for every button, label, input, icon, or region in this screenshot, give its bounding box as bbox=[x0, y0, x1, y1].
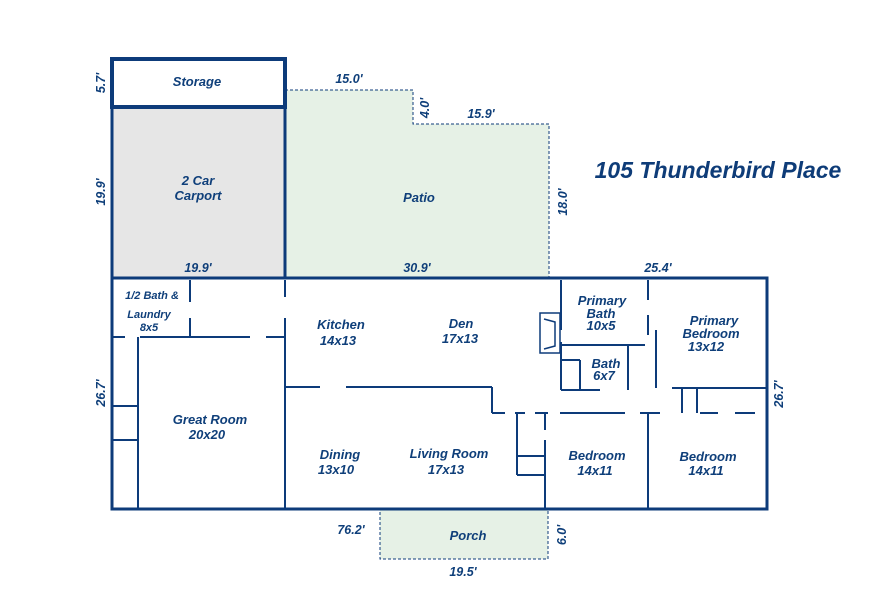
dim-patio-top-right: 15.9' bbox=[467, 107, 495, 121]
carport-area bbox=[110, 105, 287, 280]
porch-area bbox=[379, 508, 549, 560]
page-title: 105 Thunderbird Place bbox=[595, 157, 842, 183]
bath-label-line2: 6x7 bbox=[593, 368, 615, 383]
half-bath-label-line3: 8x5 bbox=[140, 322, 159, 334]
patio-label: Patio bbox=[403, 190, 435, 205]
primary-bath-label-line2: Bath bbox=[587, 306, 616, 321]
dining-label-line2: 13x10 bbox=[318, 462, 355, 477]
kitchen-label-line2: 14x13 bbox=[320, 333, 357, 348]
bedroom-a-label-line2: 14x11 bbox=[577, 463, 612, 478]
patio-area bbox=[284, 89, 550, 279]
dim-house-width: 76.2' bbox=[337, 523, 365, 537]
dim-porch-width: 19.5' bbox=[449, 565, 477, 579]
storage-label: Storage bbox=[173, 74, 221, 89]
bath-label-line1: Bath bbox=[592, 356, 621, 371]
primary-bedroom-label-line1: Primary bbox=[690, 313, 739, 328]
dim-carport-height: 19.9' bbox=[94, 177, 108, 205]
bedroom-b-label-line1: Bedroom bbox=[679, 449, 737, 464]
primary-bath-label-line3: 10x5 bbox=[587, 318, 617, 333]
den-label-line1: Den bbox=[449, 316, 474, 331]
primary-bedroom-label-line2: Bedroom bbox=[682, 326, 740, 341]
dim-carport-width: 19.9' bbox=[184, 261, 212, 275]
primary-bath-label-line1: Primary bbox=[578, 293, 627, 308]
kitchen-label-line1: Kitchen bbox=[317, 317, 365, 332]
den-label-line2: 17x13 bbox=[442, 331, 479, 346]
bedroom-b-label-line2: 14x11 bbox=[688, 463, 723, 478]
fireplace-icon bbox=[539, 312, 561, 354]
dim-patio-width: 30.9' bbox=[403, 261, 431, 275]
dim-house-left: 26.7' bbox=[94, 378, 108, 407]
half-bath-label-line1: 1/2 Bath & bbox=[125, 290, 179, 302]
bedroom-a-label-line1: Bedroom bbox=[568, 448, 626, 463]
great-room-label-line1: Great Room bbox=[173, 412, 248, 427]
great-room-label-line2: 20x20 bbox=[188, 427, 226, 442]
porch-label: Porch bbox=[450, 528, 487, 543]
dim-patio-top: 15.0' bbox=[335, 72, 363, 86]
dim-porch-depth: 6.0' bbox=[555, 524, 569, 545]
living-room-label-line2: 17x13 bbox=[428, 462, 465, 477]
interior-walls bbox=[112, 280, 767, 509]
dim-house-right-top: 25.4' bbox=[643, 261, 672, 275]
half-bath-label-line2: Laundry bbox=[127, 309, 171, 321]
dim-patio-step: 4.0' bbox=[418, 97, 432, 119]
dim-storage-height: 5.7' bbox=[94, 72, 108, 93]
carport-label-line2: Carport bbox=[175, 188, 223, 203]
carport-label-line1: 2 Car bbox=[181, 173, 215, 188]
house-outline bbox=[110, 276, 769, 511]
living-room-label-line1: Living Room bbox=[410, 446, 489, 461]
dining-label-line1: Dining bbox=[320, 447, 360, 462]
primary-bedroom-label-line3: 13x12 bbox=[688, 339, 725, 354]
dim-house-right: 26.7' bbox=[772, 379, 786, 408]
storage-area bbox=[110, 57, 287, 109]
dim-patio-right: 18.0' bbox=[556, 187, 570, 215]
